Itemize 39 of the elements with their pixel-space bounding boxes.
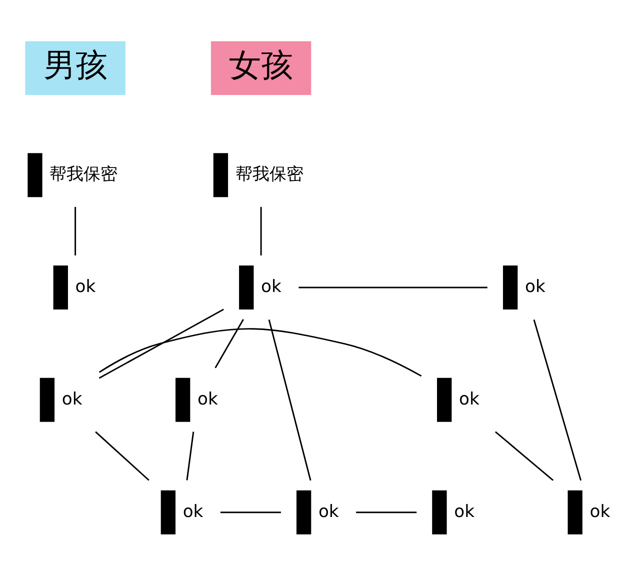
connector (98, 308, 224, 379)
node-person (437, 378, 452, 422)
node-person (296, 490, 312, 534)
node-label: ok (198, 389, 218, 410)
node-label: ok (182, 502, 204, 522)
node-person (432, 490, 447, 534)
connector (186, 432, 194, 480)
connector (298, 286, 488, 288)
node-person (239, 266, 254, 310)
node-label: ok (75, 277, 96, 298)
node-person (213, 153, 228, 198)
node-person (53, 266, 68, 310)
node-label: ok (318, 502, 339, 522)
node-label: ok (454, 502, 474, 522)
node-person (40, 378, 55, 422)
connector (214, 319, 244, 368)
node-person (160, 490, 176, 534)
node-label: ok (524, 277, 546, 298)
connector (268, 319, 312, 481)
node-label: ok (261, 277, 282, 298)
node-person (28, 153, 42, 198)
node-label: ok (459, 389, 480, 410)
node-label: 帮我保密 (50, 164, 118, 185)
connector (95, 431, 150, 481)
connector (260, 206, 262, 256)
node-person (503, 266, 518, 310)
connector (356, 512, 417, 514)
node-label: 帮我保密 (235, 164, 304, 185)
node-label: ok (62, 389, 82, 410)
node-person (568, 490, 582, 534)
node-person (176, 378, 190, 422)
connector (74, 206, 76, 256)
node-box: 女孩 (210, 41, 312, 96)
node-label: ok (590, 502, 610, 522)
connector (533, 319, 582, 481)
connector (98, 328, 422, 377)
node-box: 男孩 (25, 41, 126, 96)
connector (220, 512, 281, 514)
connector (494, 431, 554, 481)
